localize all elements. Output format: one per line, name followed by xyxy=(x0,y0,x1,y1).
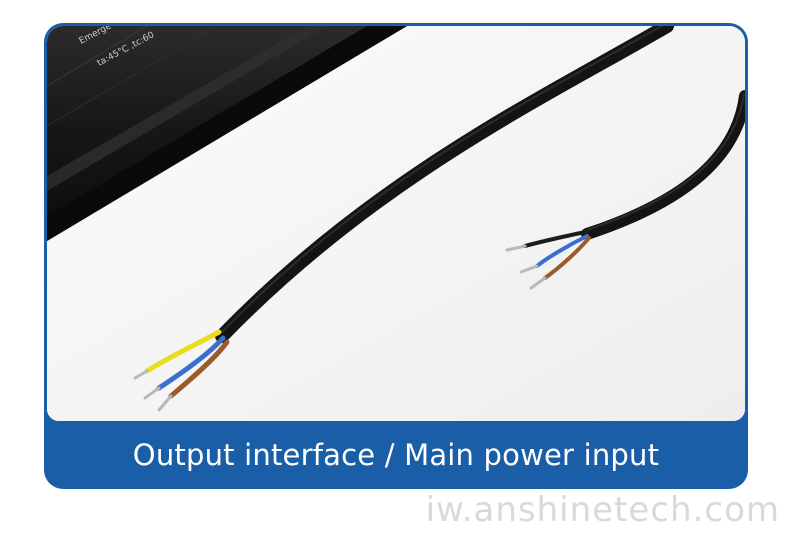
driver-housing: Emerge ta:45°C ,tc:60 xyxy=(47,26,407,241)
output-cable xyxy=(133,26,674,412)
wire-yellow xyxy=(144,329,222,374)
wire-brown xyxy=(168,339,230,399)
caption-text: Output interface / Main power input xyxy=(132,437,660,472)
product-card: Emerge ta:45°C ,tc:60 xyxy=(45,24,747,488)
power-input-cable xyxy=(505,90,745,290)
watermark: iw.anshinetech.com xyxy=(425,490,780,530)
wire-blue-input xyxy=(535,234,589,268)
product-photo: Emerge ta:45°C ,tc:60 xyxy=(47,26,745,421)
wire-brown-input xyxy=(543,236,591,280)
wire-blue xyxy=(156,335,226,391)
wire-black xyxy=(523,230,587,248)
caption-bar: Output interface / Main power input xyxy=(45,421,747,488)
cable-photo-illustration: Emerge ta:45°C ,tc:60 xyxy=(47,26,745,421)
